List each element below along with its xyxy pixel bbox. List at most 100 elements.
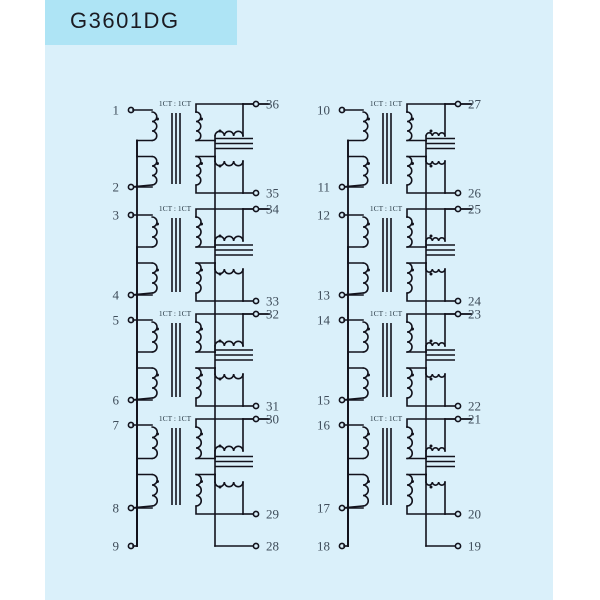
- secondary-top-lead: [406, 418, 446, 428]
- pin-label-36: 36: [266, 97, 280, 112]
- pin-label-33: 33: [266, 294, 279, 309]
- pin-label-9: 9: [113, 539, 120, 554]
- polarity-dot: [429, 339, 433, 343]
- winding-vertical: [362, 473, 369, 507]
- pin-label-32: 32: [266, 307, 279, 322]
- polarity-dot: [156, 268, 159, 272]
- terminal-pin-31: [252, 402, 260, 410]
- secondary-top-lead: [406, 103, 446, 113]
- terminal-pin-26: [454, 189, 462, 197]
- diagram-panel: [45, 0, 553, 600]
- polarity-dot: [218, 164, 222, 168]
- pin-label-24: 24: [468, 294, 482, 309]
- secondary-bottom-lead: [406, 505, 446, 515]
- winding-vertical: [151, 111, 158, 142]
- pin-label-29: 29: [266, 507, 279, 522]
- winding-horizontal: [425, 373, 446, 378]
- winding-vertical: [151, 367, 158, 399]
- winding-horizontal: [425, 481, 446, 486]
- winding-vertical: [151, 216, 158, 248]
- terminal-pin-4: [127, 291, 135, 299]
- polarity-dot: [367, 327, 370, 331]
- pin-label-2: 2: [113, 180, 120, 195]
- secondary-top-lead: [195, 103, 244, 113]
- winding-vertical: [195, 367, 202, 399]
- winding-vertical: [195, 111, 202, 142]
- terminal-pin-17: [338, 504, 346, 512]
- polarity-dot: [429, 164, 433, 168]
- winding-vertical: [406, 155, 413, 186]
- pin-label-13: 13: [317, 288, 330, 303]
- polarity-dot: [200, 373, 203, 377]
- winding-vertical: [151, 155, 158, 186]
- terminal-pin-11: [338, 183, 346, 191]
- winding-vertical: [362, 426, 369, 460]
- winding-vertical: [151, 426, 158, 460]
- terminal-pin-21: [454, 415, 462, 423]
- secondary-bottom-lead: [406, 292, 446, 302]
- terminal-pin-6: [127, 396, 135, 404]
- polarity-dot: [411, 432, 414, 436]
- polarity-dot: [429, 485, 433, 489]
- pin-label-6: 6: [113, 393, 120, 408]
- terminal-pin-29: [252, 510, 260, 518]
- secondary-top-lead: [195, 418, 244, 428]
- winding-vertical: [406, 321, 413, 353]
- secondary-top-lead: [406, 208, 446, 218]
- winding-vertical: [406, 216, 413, 248]
- winding-vertical: [362, 155, 369, 186]
- secondary-top-lead: [195, 208, 244, 218]
- winding-vertical: [362, 321, 369, 353]
- secondary-bottom-lead: [406, 397, 446, 407]
- winding-vertical: [362, 367, 369, 399]
- polarity-dot: [367, 162, 370, 165]
- winding-horizontal: [425, 447, 446, 452]
- title-band: [45, 0, 237, 45]
- winding-vertical: [151, 321, 158, 353]
- terminal-pin-15: [338, 396, 346, 404]
- winding-horizontal: [425, 268, 446, 273]
- terminal-pin-8: [127, 504, 135, 512]
- terminal-pin-30: [252, 415, 260, 423]
- winding-horizontal: [425, 160, 446, 165]
- polarity-dot: [218, 234, 222, 238]
- polarity-dot: [367, 373, 370, 377]
- terminal-pin-19: [454, 542, 462, 550]
- polarity-dot: [200, 480, 203, 483]
- winding-vertical: [406, 367, 413, 399]
- polarity-dot: [218, 444, 222, 448]
- terminal-pin-13: [338, 291, 346, 299]
- polarity-dot: [429, 377, 433, 381]
- terminal-pin-28: [252, 542, 260, 550]
- polarity-dot: [411, 373, 414, 377]
- polarity-dot: [200, 117, 203, 121]
- pin-label-35: 35: [266, 186, 279, 201]
- secondary-top-lead: [195, 313, 244, 323]
- polarity-dot: [218, 377, 222, 381]
- winding-vertical: [362, 111, 369, 142]
- pin-label-31: 31: [266, 399, 279, 414]
- polarity-dot: [367, 268, 370, 272]
- ratio-label: 1CT : 1CT: [159, 99, 192, 108]
- pin-label-12: 12: [317, 208, 330, 223]
- polarity-dot: [411, 480, 414, 483]
- pin-label-1: 1: [113, 103, 120, 118]
- pin-label-17: 17: [317, 501, 331, 516]
- polarity-dot: [367, 222, 370, 226]
- ratio-label: 1CT : 1CT: [159, 204, 192, 213]
- pin-label-7: 7: [113, 418, 120, 433]
- polarity-dot: [200, 432, 203, 436]
- polarity-dot: [156, 480, 159, 483]
- winding-vertical: [195, 155, 202, 186]
- terminal-pin-36: [252, 100, 260, 108]
- secondary-bottom-lead: [195, 397, 244, 407]
- winding-vertical: [362, 216, 369, 248]
- polarity-dot: [200, 327, 203, 331]
- secondary-bottom-lead: [195, 292, 244, 302]
- polarity-dot: [156, 117, 159, 121]
- terminal-pin-23: [454, 310, 462, 318]
- winding-vertical: [406, 473, 413, 507]
- polarity-dot: [200, 268, 203, 272]
- terminal-pin-35: [252, 189, 260, 197]
